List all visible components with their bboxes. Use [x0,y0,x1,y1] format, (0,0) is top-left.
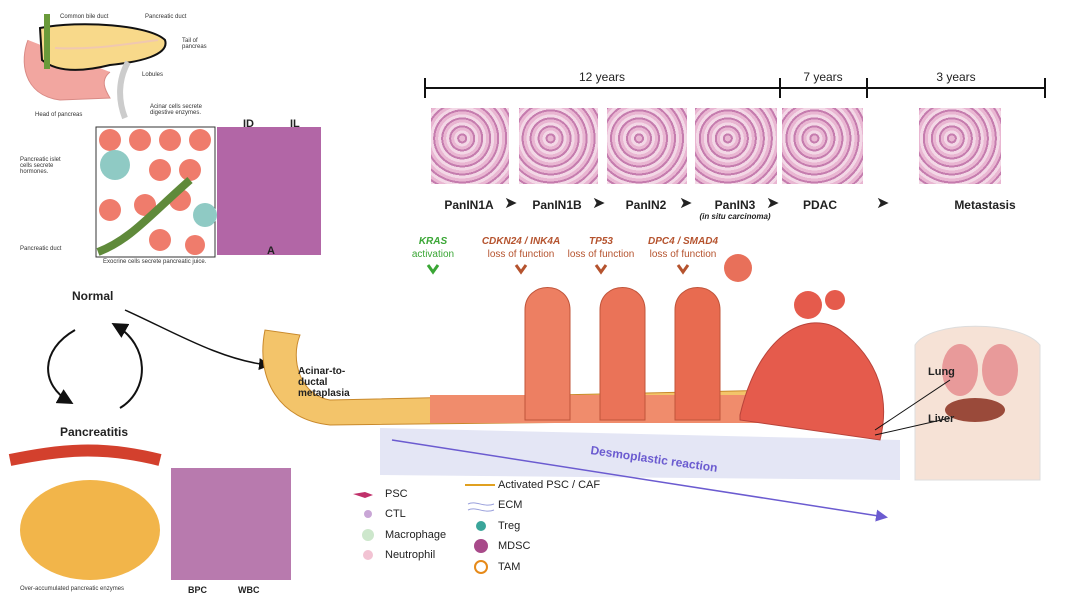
effect: loss of function [487,249,555,260]
stroma-ecm [380,428,900,480]
label-id: ID [243,118,254,130]
effect: activation [411,249,455,260]
mutation-cdkn: CDKN24 / INK4A loss of function [482,235,560,261]
legend-treg: Treg [498,520,521,532]
legend-neutrophil: Neutrophil [385,549,436,561]
mutation-tp53: TP53 loss of function [568,235,635,261]
label-il: IL [290,118,300,130]
acini [96,129,217,256]
gene: KRAS [418,236,448,247]
label-lung: Lung [928,366,955,378]
histology-panin2 [606,107,688,185]
legend-macrophage: Macrophage [385,529,447,541]
label-common-bile-duct: Common bile duct [60,14,109,20]
label-adm: Acinar-to-ductal metaplasia [298,366,350,399]
mutation-kras: KRAS activation [412,235,454,261]
arrow-icon: ➤ [679,195,693,212]
legend-ecm: ECM [498,499,523,511]
label-wbc: WBC [238,585,260,595]
arrow-icon: ➤ [766,195,780,212]
label-a: A [267,245,275,257]
label-acinar: Acinar cells secrete digestive enzymes. [150,104,203,116]
label-liver: Liver [928,413,955,425]
legend-ctl: CTL [385,508,406,520]
label-normal: Normal [72,289,114,303]
stage-metastasis: Metastasis [954,198,1016,212]
effect: loss of function [567,249,635,260]
period-7-years: 7 years [803,70,843,84]
stage-panin3-sub: (in situ carcinoma) [699,212,771,221]
label-head: Head of pancreas [35,112,83,118]
legend-tam: TAM [498,561,521,573]
legend-psc: PSC [385,488,408,500]
effect: loss of function [649,249,717,260]
gene: DPC4 / SMAD4 [647,236,719,247]
timeline-bar [424,78,1046,98]
stage-panin2: PanIN2 [625,198,667,212]
pancreas-illustration [23,14,167,101]
label-bpc: BPC [188,585,208,595]
normal-histology [217,127,321,255]
stage-panin1a: PanIN1A [444,198,494,212]
stage-pdac: PDAC [802,198,838,212]
period-3-years: 3 years [936,70,976,84]
stage-panin1b: PanIN1B [532,198,582,212]
histology-panin1a [430,107,510,185]
label-islet: Pancreatic islet cells secrete hormones. [20,157,61,175]
stage-panin3: PanIN3 [714,198,756,212]
histology-pdac [781,107,864,185]
gene: CDKN24 / INK4A [481,236,561,247]
arrow-icon: ➤ [504,195,518,212]
arrow-icon: ➤ [592,195,606,212]
histology-panin3 [694,107,778,185]
label-pancreatic-duct: Pancreatic duct [145,14,187,20]
label-lobules: Lobules [142,72,164,78]
legend-icons [353,484,495,574]
label-tail: Tail of pancreas [182,38,207,50]
label-duct: Pancreatic duct [20,246,62,252]
legend-mdsc: MDSC [498,540,531,552]
histology-panin1b [518,107,599,185]
gene: TP53 [589,236,613,247]
mutation-smad4: DPC4 / SMAD4 loss of function [648,235,718,261]
label-pancreatitis: Pancreatitis [60,425,129,439]
period-12-years: 12 years [578,70,626,84]
label-exocrine: Exocrine cells secrete pancreatic juice. [103,259,207,265]
pancreatitis-histology [171,468,291,580]
legend-caf: Activated PSC / CAF [498,479,601,491]
histology-metastasis [918,107,1002,185]
arrow-icon: ➤ [876,195,890,212]
label-enzymes: Over-accumulated pancreatic enzymes [20,586,125,592]
